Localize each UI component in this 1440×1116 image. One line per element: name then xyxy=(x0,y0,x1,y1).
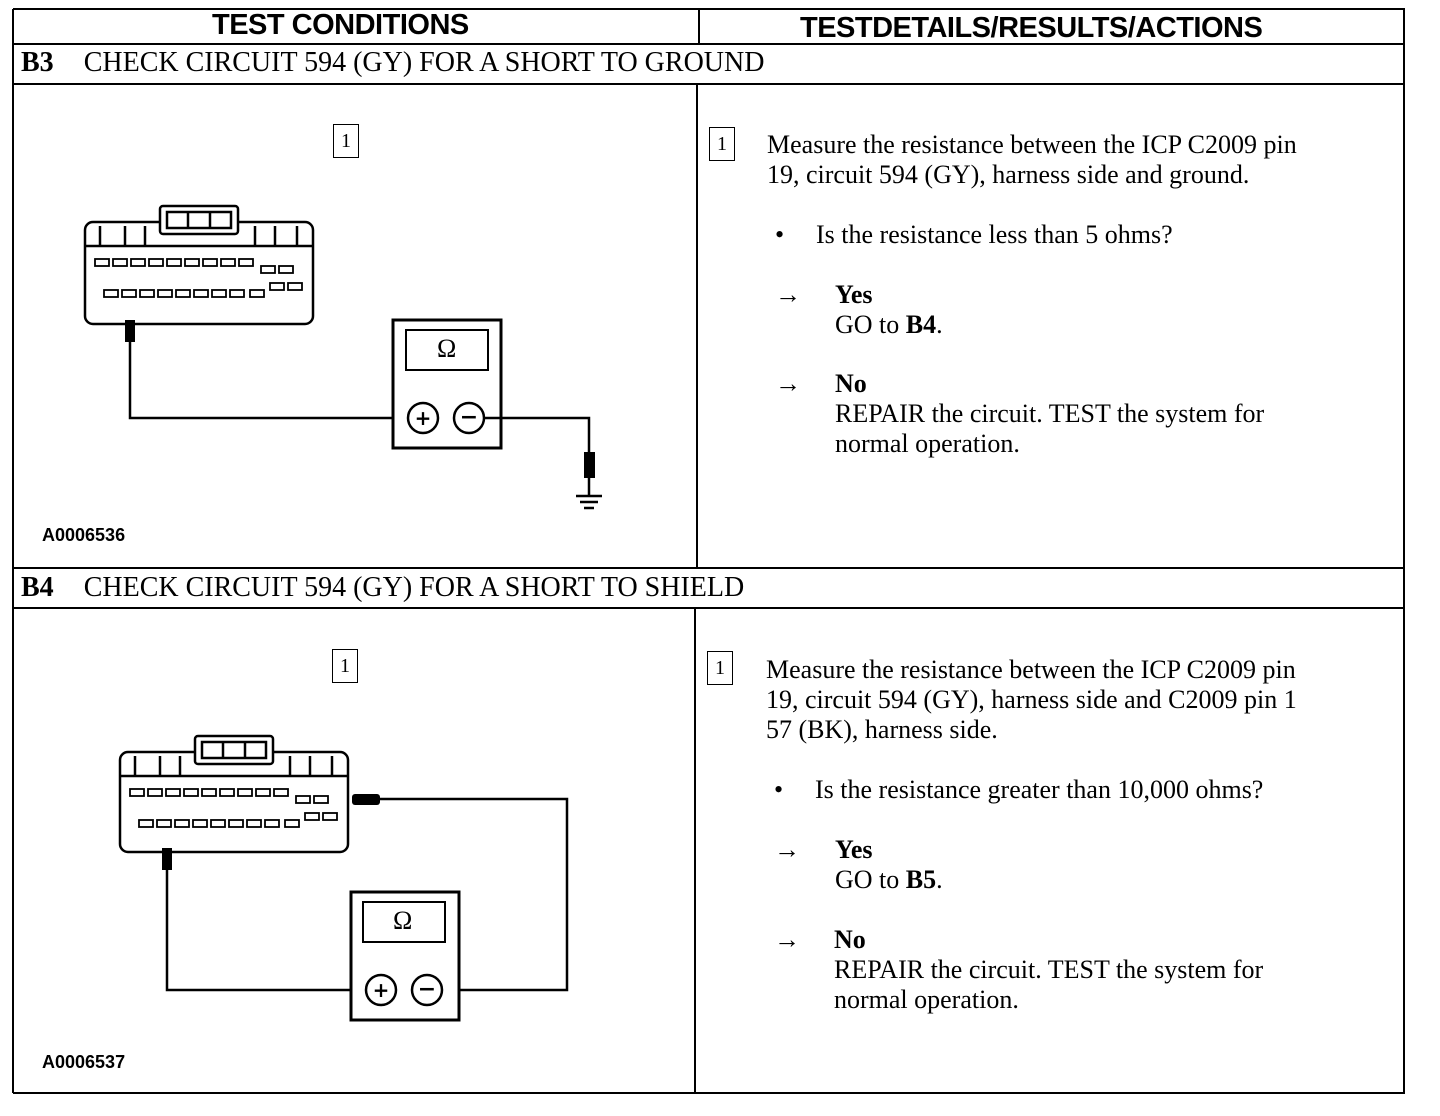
step-b3-yes-block: Yes GO to B4. xyxy=(835,280,943,340)
step-b4-yes-label: Yes xyxy=(835,835,873,864)
header-test-conditions: TEST CONDITIONS xyxy=(212,9,469,41)
step-b3-bullet: • xyxy=(775,220,785,249)
step-b4-bullet: • xyxy=(774,775,784,804)
step-b3-action-marker: 1 xyxy=(709,127,735,161)
step-b3-yes-suffix: . xyxy=(936,310,943,339)
ground-icon xyxy=(576,478,602,510)
step-b3-yes-link[interactable]: B4 xyxy=(905,310,937,339)
step-b4-no-arrow-icon: → xyxy=(774,925,800,954)
step-b3-no-arrow-icon: → xyxy=(775,369,801,398)
step-b3-title: CHECK CIRCUIT 594 (GY) FOR A SHORT TO GR… xyxy=(83,47,765,78)
step-b4-action-text: Measure the resistance between the ICP C… xyxy=(766,655,1297,745)
step-b4-action-marker: 1 xyxy=(707,651,733,685)
step-b3-action-line: Measure the resistance between the ICP C… xyxy=(767,130,1297,159)
step-b3-action-line: 19, circuit 594 (GY), harness side and g… xyxy=(767,160,1250,189)
step-b3-action-text: Measure the resistance between the ICP C… xyxy=(767,130,1297,190)
step-b4-action-line: Measure the resistance between the ICP C… xyxy=(766,655,1296,684)
step-b4-no-line: normal operation. xyxy=(834,985,1019,1014)
svg-text:−: − xyxy=(418,977,436,1002)
header-test-details: TESTDETAILS/RESULTS/ACTIONS xyxy=(800,12,1263,44)
step-b4-yes-suffix: . xyxy=(936,865,943,894)
step-b4-no-label: No xyxy=(834,925,866,954)
step-b4-question: Is the resistance greater than 10,000 oh… xyxy=(815,775,1264,804)
step-b4-no-block: No REPAIR the circuit. TEST the system f… xyxy=(834,925,1263,1015)
step-b4-no-line: REPAIR the circuit. TEST the system for xyxy=(834,955,1264,984)
step-b4-figure-id: A0006537 xyxy=(42,1052,126,1072)
step-b3-meter-symbol: Ω xyxy=(437,334,457,363)
svg-text:−: − xyxy=(460,405,478,430)
step-b4-title-row: B4 CHECK CIRCUIT 594 (GY) FOR A SHORT TO … xyxy=(21,572,744,604)
step-b3-title-row: B3 CHECK CIRCUIT 594 (GY) FOR A SHORT TO … xyxy=(21,47,764,79)
step-b4-meter-symbol: Ω xyxy=(393,906,413,935)
step-b4-figure-marker: 1 xyxy=(332,649,358,683)
svg-text:+: + xyxy=(415,406,432,430)
probe-icon xyxy=(352,794,380,805)
step-b3-question: Is the resistance less than 5 ohms? xyxy=(816,220,1173,249)
step-b4-yes-link[interactable]: B5 xyxy=(905,865,937,894)
step-b3-code: B3 xyxy=(21,47,54,78)
step-b3-yes-arrow-icon: → xyxy=(775,280,801,309)
step-b3-yes-prefix: GO to xyxy=(835,310,906,339)
step-b3-figure-marker: 1 xyxy=(333,124,359,158)
ohmmeter-icon: + − xyxy=(349,890,461,1022)
probe-icon xyxy=(162,848,172,870)
step-b4-title: CHECK CIRCUIT 594 (GY) FOR A SHORT TO SH… xyxy=(83,572,745,603)
step-b4-action-line: 19, circuit 594 (GY), harness side and C… xyxy=(766,685,1297,714)
ohmmeter-icon: + − xyxy=(391,318,503,450)
svg-text:+: + xyxy=(373,978,390,1002)
step-b4-yes-arrow-icon: → xyxy=(774,835,800,864)
step-b3-no-line: normal operation. xyxy=(835,429,1020,458)
step-b3-no-block: No REPAIR the circuit. TEST the system f… xyxy=(835,369,1264,459)
step-b4-action-line: 57 (BK), harness side. xyxy=(766,715,998,744)
step-b3-yes-label: Yes xyxy=(835,280,873,309)
step-b4-yes-block: Yes GO to B5. xyxy=(835,835,943,895)
step-b4-code: B4 xyxy=(21,572,54,603)
step-b3-figure-id: A0006536 xyxy=(42,525,126,545)
step-b4-yes-prefix: GO to xyxy=(835,865,906,894)
step-b3-no-label: No xyxy=(835,369,867,398)
connector-c2009-icon xyxy=(83,204,315,326)
step-b3-no-line: REPAIR the circuit. TEST the system for xyxy=(835,399,1265,428)
